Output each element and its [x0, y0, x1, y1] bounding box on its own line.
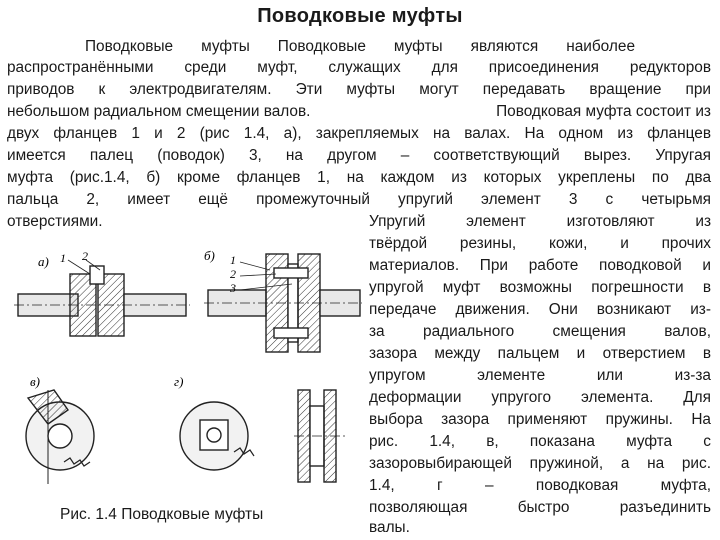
label-a-1: 1	[60, 251, 66, 265]
right-line-7: зазора между пальцем и отверстием в	[369, 345, 711, 362]
right-line-13: 1.4, г – поводковая муфта,	[369, 477, 711, 494]
paragraph-line-3: приводов к электродвигателям. Эти муфты …	[7, 81, 711, 98]
right-line-4: упругой муфт возможны погрешности в	[369, 279, 711, 296]
right-line-9: деформации упругого элемента. Для	[369, 389, 711, 406]
paragraph-line-2: распространёнными среди муфт, служащих д…	[7, 59, 711, 76]
right-line-5: передаче движения. Они возникают из-	[369, 301, 711, 318]
paragraph-line-7: муфта (рис.1.4, б) кроме фланцев 1, на к…	[7, 169, 711, 186]
right-line-14: позволяющая быстро разъединить	[369, 499, 711, 516]
right-line-10: выбора зазора применяют пружины. На	[369, 411, 711, 428]
paragraph-line-6: имеется палец (поводок) 3, на другом – с…	[7, 147, 711, 164]
right-line-3: материалов. При работе поводковой и	[369, 257, 711, 274]
paragraph-line-5: двух фланцев 1 и 2 (рис 1.4, а), закрепл…	[7, 125, 711, 142]
label-a-2: 2	[82, 249, 88, 263]
label-b-1: 1	[230, 253, 236, 267]
paragraph-line-9: отверстиями.	[7, 213, 103, 230]
figure-caption: Рис. 1.4 Поводковые муфты	[60, 506, 264, 523]
coupling-figure: а) 1 2 б) 1 2 3 в)	[8, 240, 364, 492]
right-line-8: упругом элементе или из-за	[369, 367, 711, 384]
drawing-v	[25, 389, 95, 484]
right-line-11: рис. 1.4, в, показана муфта с	[369, 433, 711, 450]
drawing-b	[204, 253, 362, 353]
label-a: а)	[38, 254, 49, 269]
paragraph-line-4a: небольшом радиальном смещении валов.	[7, 103, 311, 120]
right-line-12: зазоровыбирающей пружиной, а на рис.	[369, 455, 711, 472]
right-line-2: твёрдой резины, кожи, и прочих	[369, 235, 711, 252]
label-g: г)	[174, 374, 183, 389]
paragraph-line-4b: Поводковая муфта состоит из	[496, 103, 711, 120]
right-line-15: валы.	[369, 519, 410, 536]
drawing-a	[14, 259, 190, 337]
label-b: б)	[204, 248, 215, 263]
page-title: Поводковые муфты	[257, 5, 463, 27]
coupling-drawings: а) 1 2 б) 1 2 3 в)	[14, 248, 362, 484]
right-line-6: за радиального смещения валов,	[369, 323, 711, 340]
paragraph-line-8: пальца 2, имеет ещё промежуточный упруги…	[7, 191, 711, 208]
right-line-1: Упругий элемент изготовляют из	[369, 213, 711, 230]
label-b-3: 3	[229, 281, 236, 295]
label-v: в)	[30, 374, 40, 389]
label-b-2: 2	[230, 267, 236, 281]
drawing-g	[179, 389, 348, 483]
paragraph-line-1: Поводковые муфты Поводковые муфты являют…	[85, 38, 635, 55]
